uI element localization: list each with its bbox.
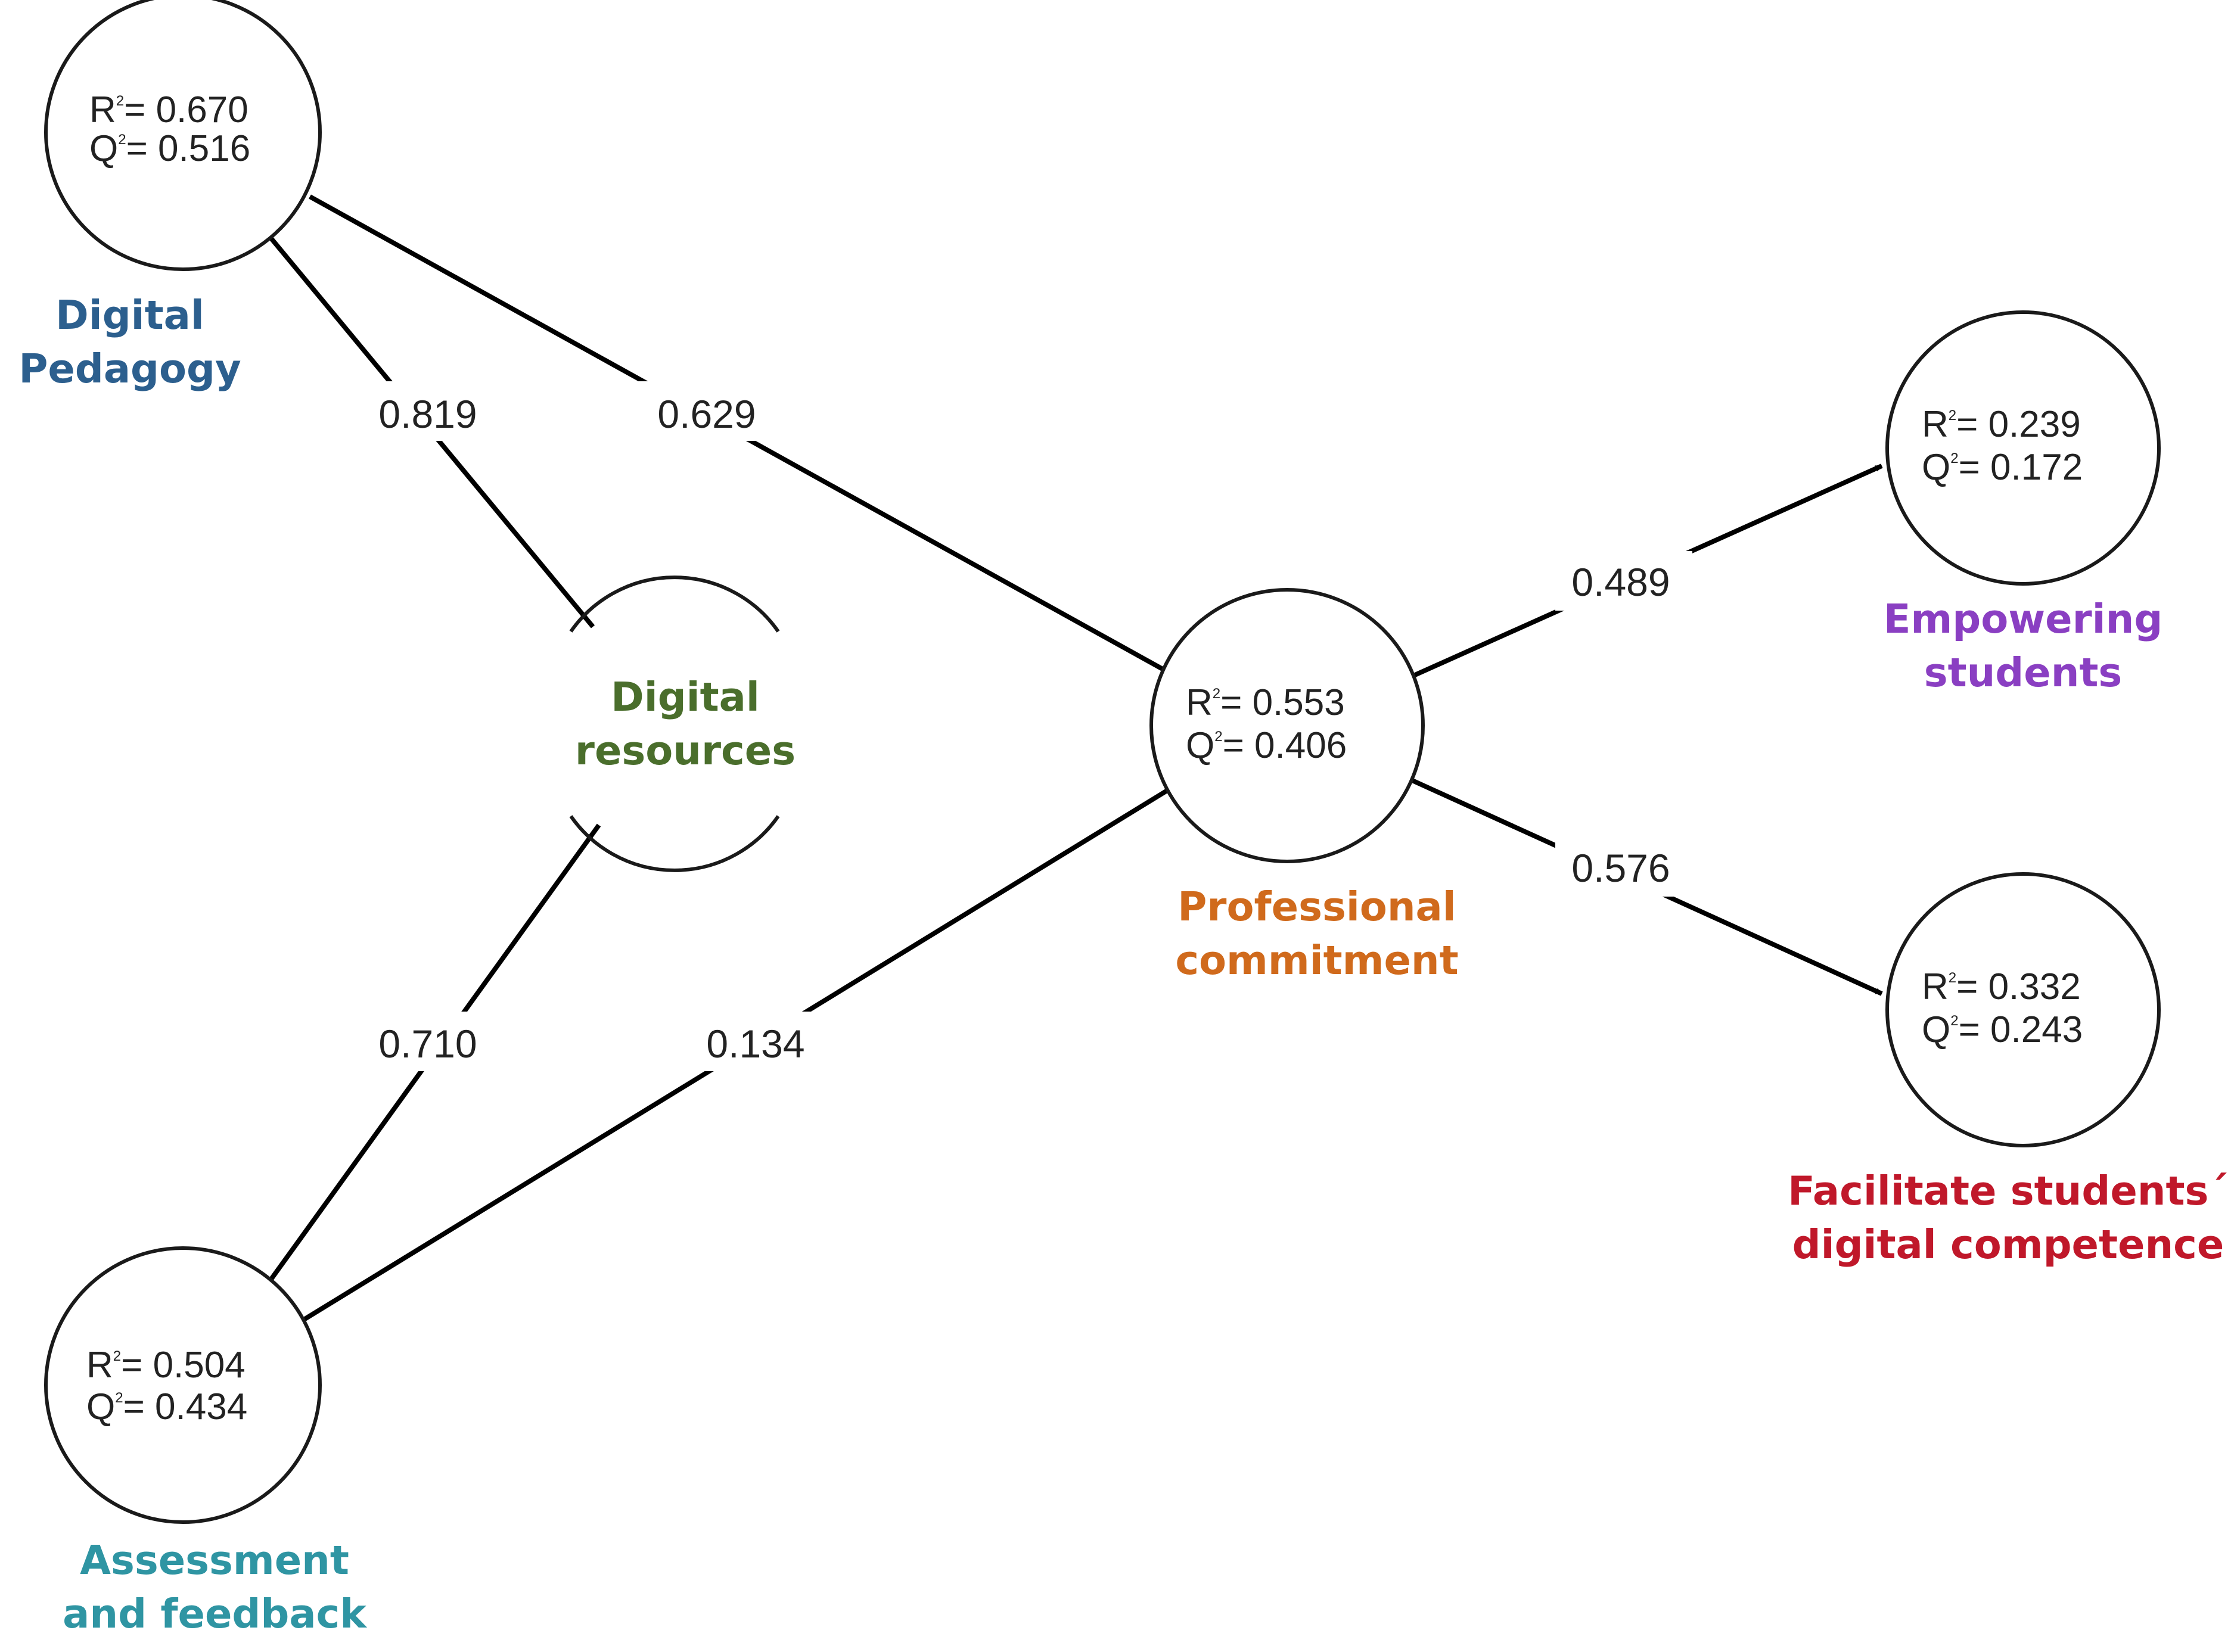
node-circle: [1885, 310, 2161, 586]
r2-stat: R2= 0.504: [86, 1345, 246, 1386]
node-empowering-students: R2= 0.239 Q2= 0.172 Empowering students: [1884, 310, 2163, 696]
node-circle: [1885, 872, 2161, 1147]
node-digital-resources: Digital resources: [548, 575, 801, 872]
r2-stat: R2= 0.670: [89, 89, 248, 130]
q2-stat: Q2= 0.406: [1186, 725, 1347, 766]
node-label-line2: students: [1924, 649, 2123, 696]
node-label-line1: Assessment: [80, 1537, 349, 1583]
q2-stat: Q2= 0.516: [89, 128, 250, 169]
node-label-line1: Facilitate students´: [1788, 1168, 2229, 1214]
edge-labels: 0.819 0.629 0.710 0.134 0.489 0.576: [358, 381, 1692, 1071]
edges: [260, 194, 1883, 1322]
node-circle: [1149, 588, 1425, 863]
edge-label-resources-pedagogy: 0.819: [378, 392, 477, 436]
node-label-line1: Digital: [611, 674, 760, 720]
node-label-line2: resources: [575, 727, 796, 774]
q2-stat: Q2= 0.243: [1922, 1009, 2083, 1050]
node-professional-commitment: R2= 0.553 Q2= 0.406 Professional commitm…: [1149, 588, 1459, 984]
node-circle: [44, 0, 322, 271]
node-facilitate-digital-competence: R2= 0.332 Q2= 0.243 Facilitate students´…: [1788, 872, 2229, 1268]
node-digital-pedagogy: R2= 0.670 Q2= 0.516 Digital Pedagogy: [18, 0, 322, 392]
node-label-line1: Professional: [1177, 883, 1456, 930]
q2-stat: Q2= 0.434: [86, 1386, 247, 1427]
r2-stat: R2= 0.332: [1922, 966, 2081, 1007]
q2-stat: Q2= 0.172: [1922, 447, 2083, 488]
node-label-line2: digital competence: [1792, 1221, 2224, 1268]
node-circle: [44, 1246, 322, 1524]
edge-label-assessment-commitment: 0.134: [706, 1022, 804, 1066]
node-circle-top-arc: [569, 575, 780, 633]
node-label-line1: Empowering: [1884, 596, 2163, 642]
edge-label-resources-assessment: 0.710: [378, 1022, 477, 1066]
node-label-line2: and feedback: [63, 1591, 367, 1637]
r2-stat: R2= 0.239: [1922, 404, 2081, 445]
node-circle: [548, 598, 801, 850]
node-circle-bottom-arc: [569, 815, 780, 872]
node-assessment-feedback: R2= 0.504 Q2= 0.434 Assessment and feedb…: [44, 1246, 367, 1637]
r2-stat: R2= 0.553: [1186, 682, 1345, 723]
node-label-line1: Digital: [55, 292, 204, 338]
edge-label-commitment-empowering: 0.489: [1571, 560, 1670, 604]
edge-label-pedagogy-commitment: 0.629: [657, 392, 756, 436]
node-label-line2: Pedagogy: [18, 346, 241, 392]
node-label-line2: commitment: [1175, 937, 1458, 984]
edge-label-commitment-facilitate: 0.576: [1571, 846, 1670, 890]
